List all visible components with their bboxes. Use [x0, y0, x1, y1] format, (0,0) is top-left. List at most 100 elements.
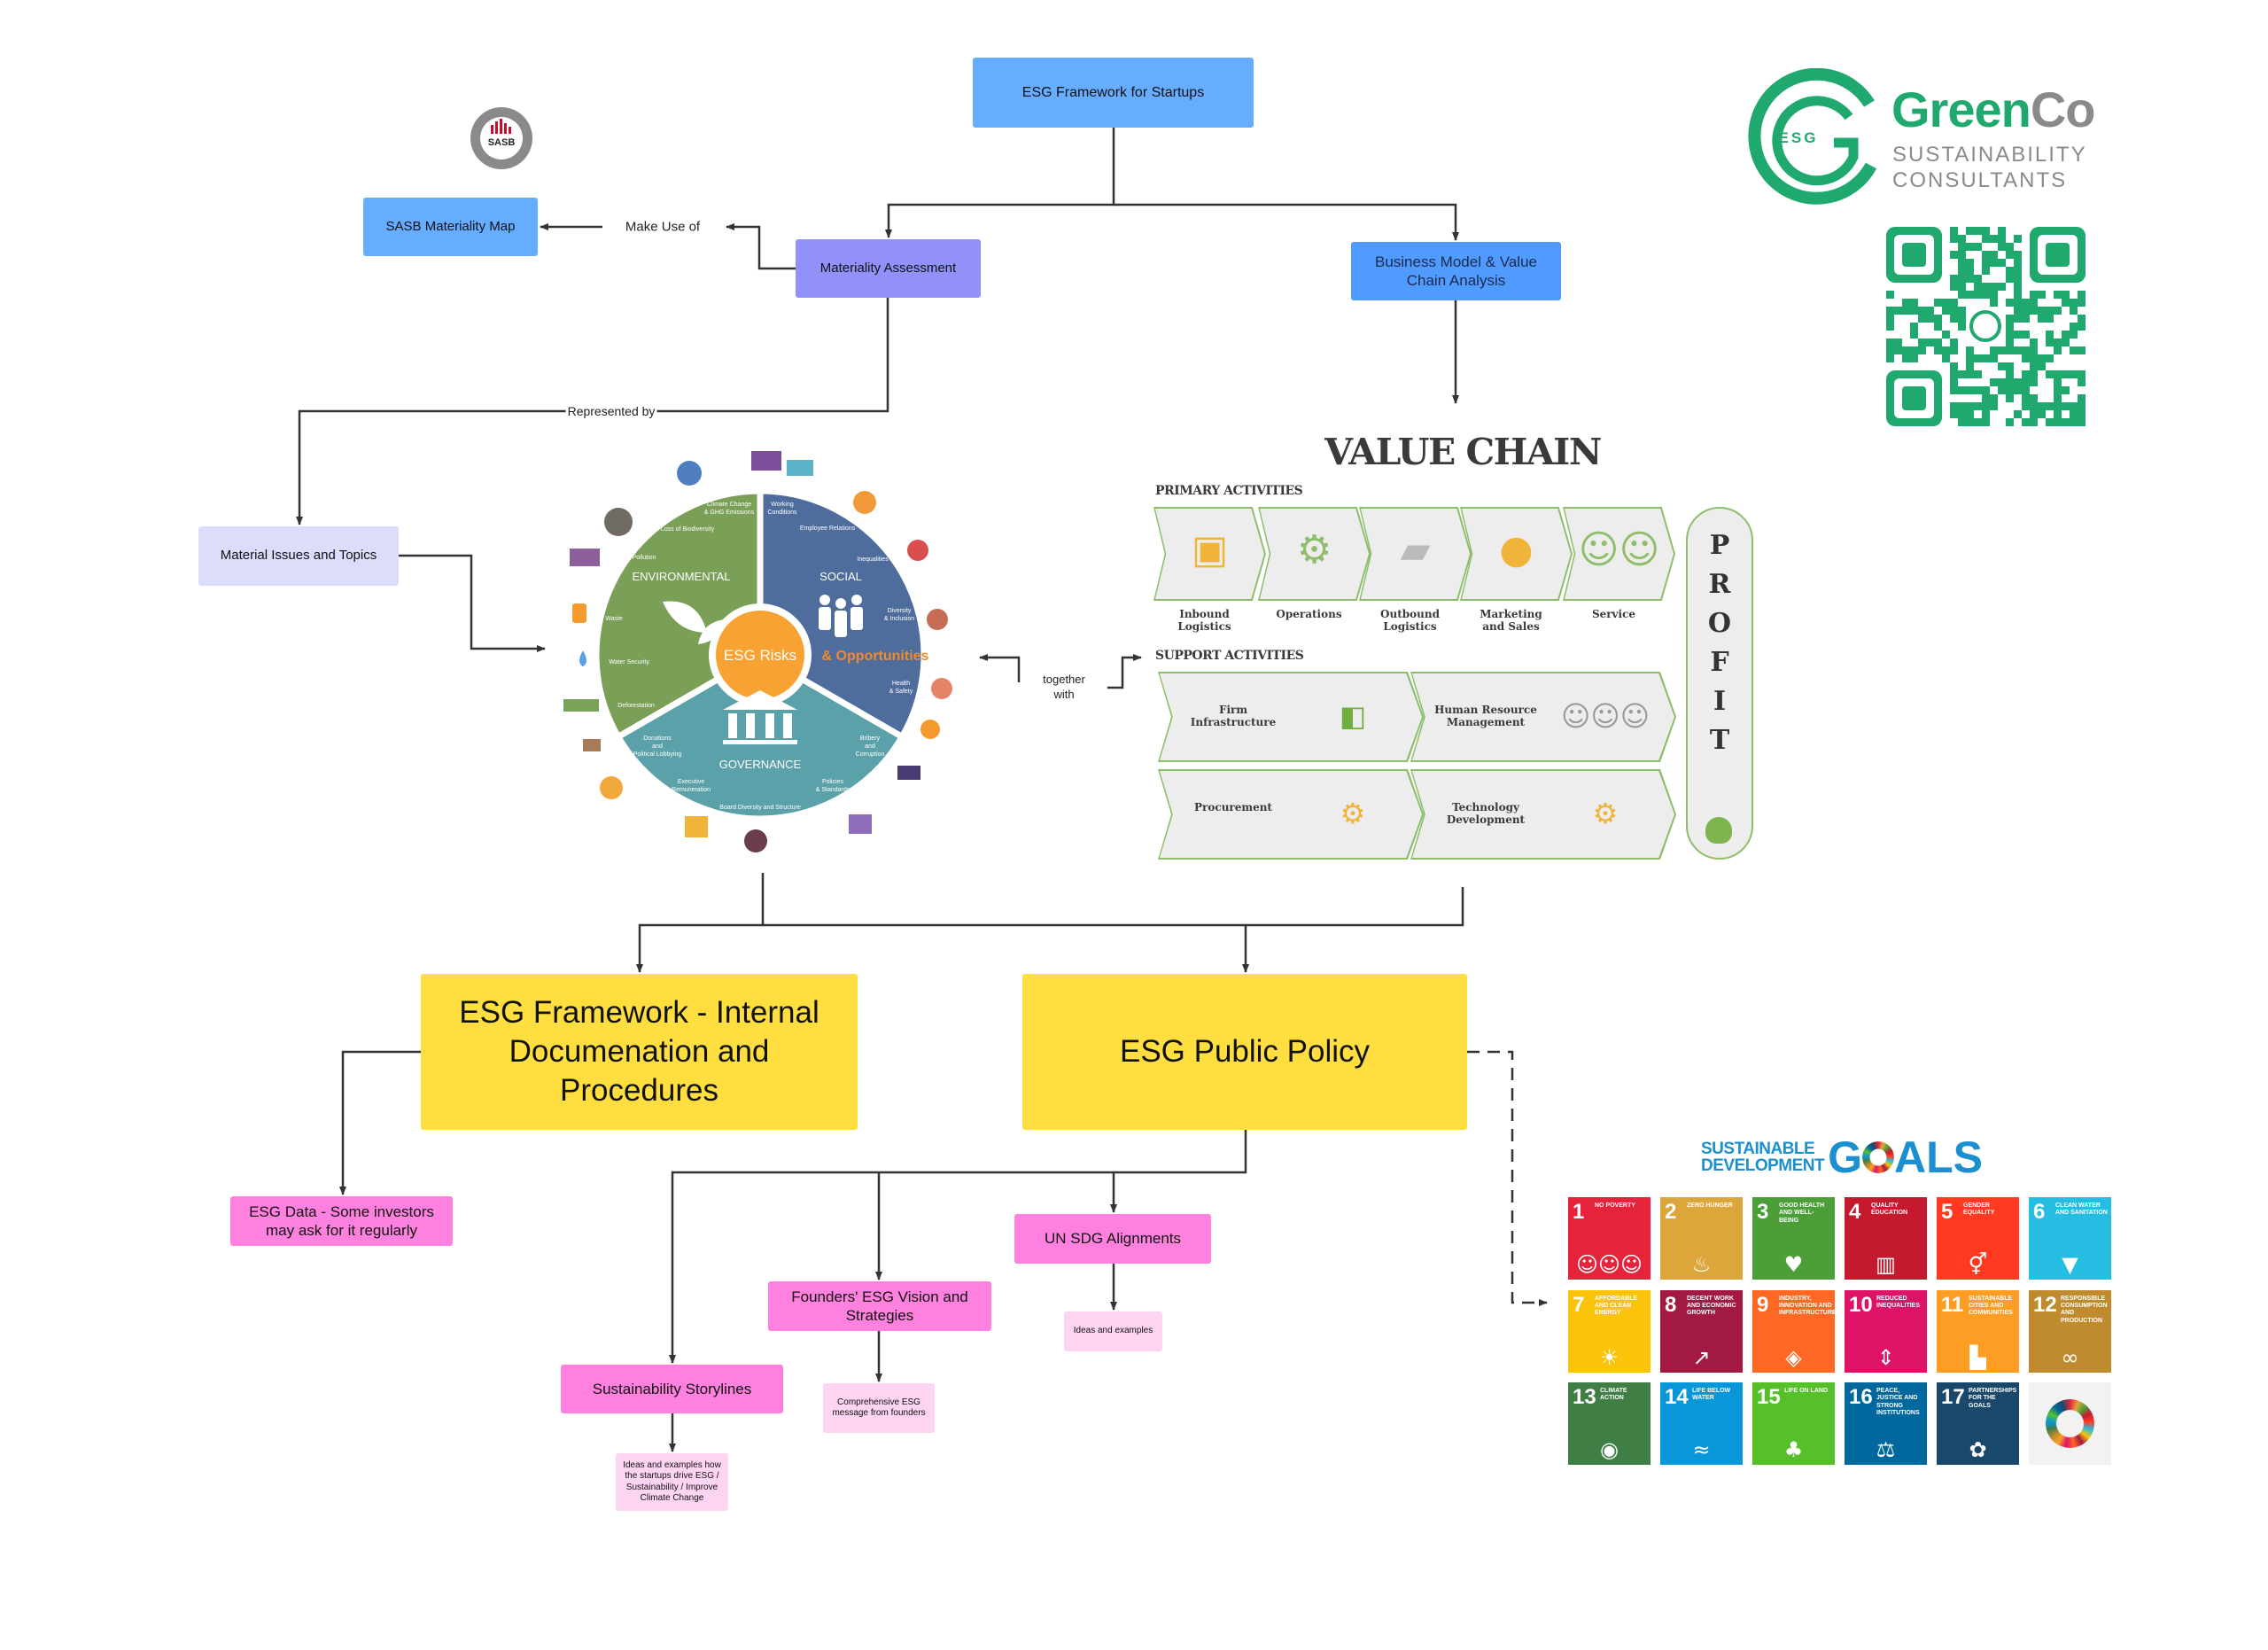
bowl-icon: ♨ [1691, 1252, 1712, 1277]
profit-letter: O [1707, 608, 1732, 639]
family-icon: ☺☺☺ [1575, 1252, 1643, 1277]
node-esg-framework-for-startups[interactable]: ESG Framework for Startups [973, 58, 1254, 128]
sdg-number: 6 [2033, 1200, 2046, 1224]
board-meeting-icon [744, 829, 767, 852]
inequality-icon [907, 540, 928, 561]
svg-text:& Standards: & Standards [816, 787, 850, 793]
sdg-tile-11[interactable]: ▙11Sustainable Cities and Communities [1937, 1289, 2019, 1373]
donation-box-icon [583, 739, 601, 751]
sdg-tile-17[interactable]: ✿17Partnerships for the Goals [1937, 1382, 2019, 1465]
esg-risks-wheel: Climate Change & GHG Emissions Loss of B… [563, 451, 952, 852]
node-public-policy[interactable]: ESG Public Policy [1022, 974, 1467, 1130]
sdg-name: No Poverty [1595, 1202, 1635, 1209]
money-bag-icon [1705, 817, 1732, 844]
node-sasb-materiality-map[interactable]: SASB Materiality Map [363, 198, 538, 256]
node-internal-documentation[interactable]: ESG Framework - Internal Documenation an… [421, 974, 858, 1130]
institution-icon [723, 690, 797, 744]
svg-text:Bribery: Bribery [860, 735, 881, 742]
support-activity-3: ⚙Procurement [1158, 769, 1424, 860]
svg-text:Climate Change: Climate Change [707, 502, 751, 508]
primary-activity-3: ▰ [1359, 507, 1472, 601]
sdg-tile-10[interactable]: ⇕10Reduced Inequalities [1845, 1289, 1927, 1373]
node-founders-vision[interactable]: Founders' ESG Vision and Strategies [768, 1281, 991, 1331]
node-founders-note[interactable]: Comprehensive ESG message from founders [823, 1383, 935, 1433]
sdg-number: 5 [1941, 1200, 1953, 1224]
node-business-model-value-chain[interactable]: Business Model & Value Chain Analysis [1351, 242, 1561, 300]
svg-text:Working: Working [771, 502, 794, 508]
connector-together-wheel [979, 654, 1021, 682]
forklift-icon: ▣ [1191, 527, 1229, 572]
primary-activity-1: ▣ [1153, 507, 1266, 601]
primary-activity-2: ⚙ [1258, 507, 1371, 601]
sdg-tile-5[interactable]: ⚥5Gender Equality [1937, 1197, 2019, 1280]
sdg-tile-14[interactable]: ≈14Life Below Water [1660, 1382, 1743, 1465]
sdg-number: 11 [1941, 1292, 1964, 1317]
svg-text:Conditions: Conditions [767, 510, 797, 516]
node-materiality-assessment[interactable]: Materiality Assessment [796, 239, 981, 298]
greenco-logo-mark: ESG [1748, 68, 1877, 205]
wheel-title-social: SOCIAL [819, 570, 862, 583]
sdg-tile-8[interactable]: ↗8Decent Work and Economic Growth [1660, 1289, 1743, 1373]
sdg-tile-2[interactable]: ♨2Zero Hunger [1660, 1197, 1743, 1280]
node-storylines-note[interactable]: Ideas and examples how the startups driv… [616, 1453, 728, 1511]
sdg-tile-13[interactable]: ◉13Climate Action [1568, 1382, 1651, 1465]
node-sustainability-storylines[interactable]: Sustainability Storylines [561, 1365, 783, 1413]
qr-code[interactable] [1886, 227, 2085, 426]
value-chain-title: VALUE CHAIN [1324, 431, 1602, 473]
sdg-name: Decent Work and Economic Growth [1687, 1295, 1736, 1317]
animals-icon [604, 508, 633, 536]
sdg-tile-1[interactable]: ☺☺☺1No Poverty [1568, 1197, 1651, 1280]
sdg-name: Climate Action [1600, 1388, 1627, 1402]
svg-text:Pollution: Pollution [633, 555, 656, 561]
connector-issues-wheel [399, 554, 546, 652]
connector-policy-sdg-dashed [1467, 1050, 1548, 1306]
sdg-tile-16[interactable]: ⚖16Peace, Justice and Strong Institution… [1845, 1382, 1927, 1465]
svg-text:Water Security: Water Security [609, 659, 649, 665]
puzzle-icon: ◧ [1339, 699, 1367, 733]
sdg-tile-3[interactable]: ♥3Good Health and Well-Being [1752, 1197, 1835, 1280]
node-material-issues-topics[interactable]: Material Issues and Topics [198, 526, 399, 586]
profit-letter: F [1710, 647, 1729, 678]
node-un-sdg-note[interactable]: Ideas and examples [1064, 1311, 1162, 1351]
profit-letter: I [1713, 686, 1727, 717]
profit-letter: P [1709, 530, 1730, 561]
recycle-bin-icon [572, 603, 586, 623]
svg-text:Inequalities: Inequalities [857, 556, 889, 563]
node-un-sdg-alignments[interactable]: UN SDG Alignments [1014, 1214, 1211, 1264]
primary-activity-label: Operations [1276, 608, 1342, 620]
sdg-name: Peace, Justice and Strong Institutions [1876, 1388, 1920, 1417]
svg-text:Loss of Biodiversity: Loss of Biodiversity [661, 526, 715, 533]
wheel-opportunities-label: & Opportunities [822, 649, 929, 664]
sdg-tile-4[interactable]: ▥4Quality Education [1845, 1197, 1927, 1280]
sdg-tile-6[interactable]: ▼6Clean Water and Sanitation [2029, 1197, 2111, 1280]
svg-text:Donations: Donations [643, 735, 672, 742]
wheel-title-environmental: ENVIRONMENTAL [633, 570, 731, 583]
eye-globe-icon: ◉ [1600, 1437, 1619, 1462]
svg-text:Waste: Waste [605, 616, 623, 622]
svg-text:Political Lobbying: Political Lobbying [633, 751, 682, 758]
water-drop-icon [579, 650, 586, 666]
sdg-tile-7[interactable]: ☀7Affordable and Clean Energy [1568, 1289, 1651, 1373]
gears-icon: ⚙ [1296, 527, 1332, 572]
svg-text:Corruption: Corruption [856, 751, 885, 758]
sdg-number: 17 [1941, 1385, 1965, 1409]
sdg-wheel-icon [1862, 1141, 1895, 1173]
people-icon [819, 595, 863, 637]
sdg-tile-15[interactable]: ♣15Life on Land [1752, 1382, 1835, 1465]
computer-icon [787, 460, 813, 476]
wheel-title-governance: GOVERNANCE [719, 758, 802, 771]
node-esg-data[interactable]: ESG Data - Some investors may ask for it… [230, 1196, 453, 1246]
profit-letter: T [1709, 725, 1730, 756]
sdg-number: 8 [1665, 1292, 1677, 1317]
connector-valuechain-down [636, 887, 1464, 973]
primary-activities-heading: PRIMARY ACTIVITIES [1155, 484, 1303, 498]
sdg-tile-12[interactable]: ∞12Responsible Consumption and Productio… [2029, 1289, 2111, 1373]
sdg-tile-9[interactable]: ◈9Industry, Innovation and Infrastructur… [1752, 1289, 1835, 1373]
